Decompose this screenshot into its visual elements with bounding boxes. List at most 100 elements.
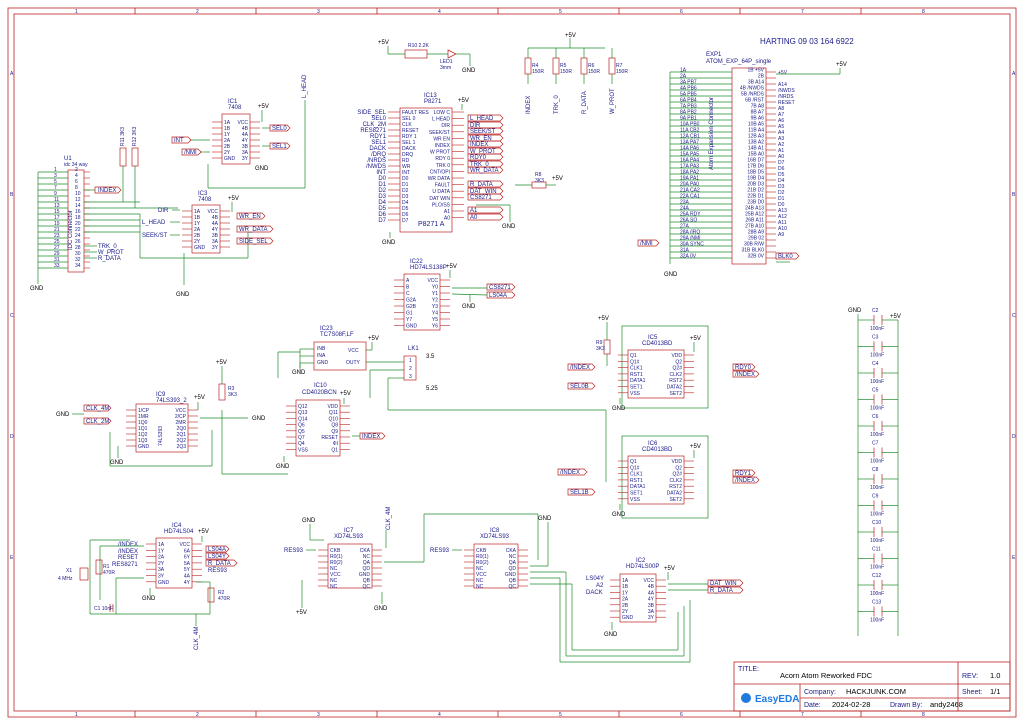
chip-pin-label: GND [224,156,236,162]
idc-pin-number: 5 [54,179,57,185]
svg-text:SEL0B: SEL0B [570,384,589,390]
chip-pin-label: 3Y [242,156,249,162]
svg-text:IC4: IC4 [172,523,182,529]
chip-pin-label: 1Q3 [138,438,148,444]
svg-text:470R: 470R [218,596,230,602]
idc-pin-number: 13 [54,203,60,209]
svg-text:R8: R8 [535,172,542,178]
exp-pin-b: 29B 02 [748,236,764,242]
exp-pin-a: 8A PB2 [680,110,697,116]
chip-pin-label: QB [509,578,517,584]
easyeda-logo: EasyEDA [755,694,799,705]
svg-text:IC5: IC5 [648,335,658,341]
chip-pin-label: Y2 [432,298,438,304]
p8271-pin-label: INDEX [435,143,451,149]
chip-pin-label: NC [363,554,371,560]
chip-pin-label: Q14 [298,416,308,422]
chip-pin-label: NC [476,578,484,584]
chip-pin-label: Q2# [673,366,683,372]
ic23-tc7s08: IC23 TC7S08F,LF INB INA GND VCC OUTY +5V… [277,326,400,378]
title-value: Acorn Atom Reworked FDC [780,671,873,680]
p8271-pin-label: FAULT RES [402,110,429,116]
resistor-label: R4 [532,63,539,69]
chip-pin-label: 1Q2 [138,432,148,438]
exp-net-label: A13 [778,208,787,214]
exp-pin-a: 6A PB4 [680,98,697,104]
chip-pin-label: 5Y [184,567,191,573]
chip-pin-label: 2A [224,138,231,144]
svg-text:HD74LS138P: HD74LS138P [410,265,447,271]
p8271-left-net: INT [376,170,386,176]
p8271-pin-label: PLO/SS [432,202,451,208]
svg-text:GND: GND [110,460,124,466]
p8271-pin-label: A0 [444,216,450,222]
chip-pin-label: 4B [648,584,655,590]
chip-pin-label: 2A [194,227,201,233]
chip-pin-label: Q8 [331,423,338,429]
chip-pin-label: Q10 [329,416,339,422]
grid-col-label: 5 [559,9,562,15]
grid-col-label: 2 [196,712,199,718]
chip-pin-label: 3A [212,239,219,245]
svg-text:RES93: RES93 [208,568,228,574]
cap-ref: C12 [872,573,881,579]
ic1-7408: IC1 7408 1A1B1Y2A2B2YGNDVCC4B4A4Y3B3A3Y … [171,74,308,189]
chip-pin-label: G1 [406,311,413,317]
chip-pin-label: GND [359,572,371,578]
svg-text:+5V: +5V [228,196,239,202]
idc-pin-number: 16 [75,209,81,215]
svg-text:+5V: +5V [458,98,469,104]
exp-pin-b: 7B A8 [751,104,765,110]
exp-pin-a: 19A PA1 [680,176,699,182]
svg-text:W_PROT: W_PROT [98,250,124,256]
company-value: HACKJUNK.COM [846,687,906,696]
cap-value: 100nF [870,618,884,624]
svg-text:7408: 7408 [198,197,212,203]
chip-pin-label: GND [622,615,634,621]
idc-pin-number: 27 [54,245,60,251]
idc-pin-number: 31 [54,257,60,263]
exp-pin-b: 28B A9 [748,230,764,236]
svg-text:IC8: IC8 [490,528,500,534]
chip-pin-label: 3B [212,233,219,239]
cap-value: 100nF [870,485,884,491]
chip-pin-label: Q1# [630,465,640,471]
exp-pin-b: 11B A4 [748,128,764,134]
r11-r12: R11 3K3 R12 3K3 [119,126,139,208]
chip-pin-label: GND [194,245,206,251]
svg-text:INDEX: INDEX [362,434,380,440]
net-label: INDEX [526,96,532,114]
svg-text:R1: R1 [103,564,110,570]
exp-pin-a: 2A [680,74,687,80]
p8271-pin-label: WR [402,164,411,170]
chip-pin-label: CKB [476,548,487,554]
chip-pin-label: VCC [643,578,654,584]
chip-pin-label: Q1 [630,459,637,465]
svg-text:RDY0: RDY0 [735,365,752,371]
svg-text:+5V: +5V [552,176,563,182]
chip-pin-label: Q7 [298,435,305,441]
svg-text:5.25: 5.25 [426,386,438,392]
chip-pin-label: CKB [330,548,341,554]
grid-col-label: 3 [317,712,320,718]
chip-pin-label: 2A [158,555,165,561]
led-icon [447,49,457,59]
exp-net-label: A8 [778,106,784,112]
grid-row-label: B [10,192,14,198]
svg-text:RES93: RES93 [284,548,304,554]
p8271-pin-label: SEL 0 [402,116,416,122]
exp-pin-a: 22A CA1 [680,194,700,200]
net-label: TRK_0 [554,95,560,114]
svg-text:Drawn By:: Drawn By: [890,702,922,709]
svg-text:HD74LS04: HD74LS04 [164,529,194,535]
svg-text:74LS393_2: 74LS393_2 [156,398,187,404]
exp-pin-a: 25A RDY [680,212,701,218]
easyeda-logo-icon [741,693,751,703]
svg-text:R_DATA: R_DATA [710,588,733,594]
svg-text:X1: X1 [66,568,72,574]
chip-pin-label: A [406,278,410,284]
exp-pin-a: 16A PA4 [680,158,699,164]
chip-pin-label: 3Y [212,245,219,251]
resistor-value: 150R [588,69,600,75]
